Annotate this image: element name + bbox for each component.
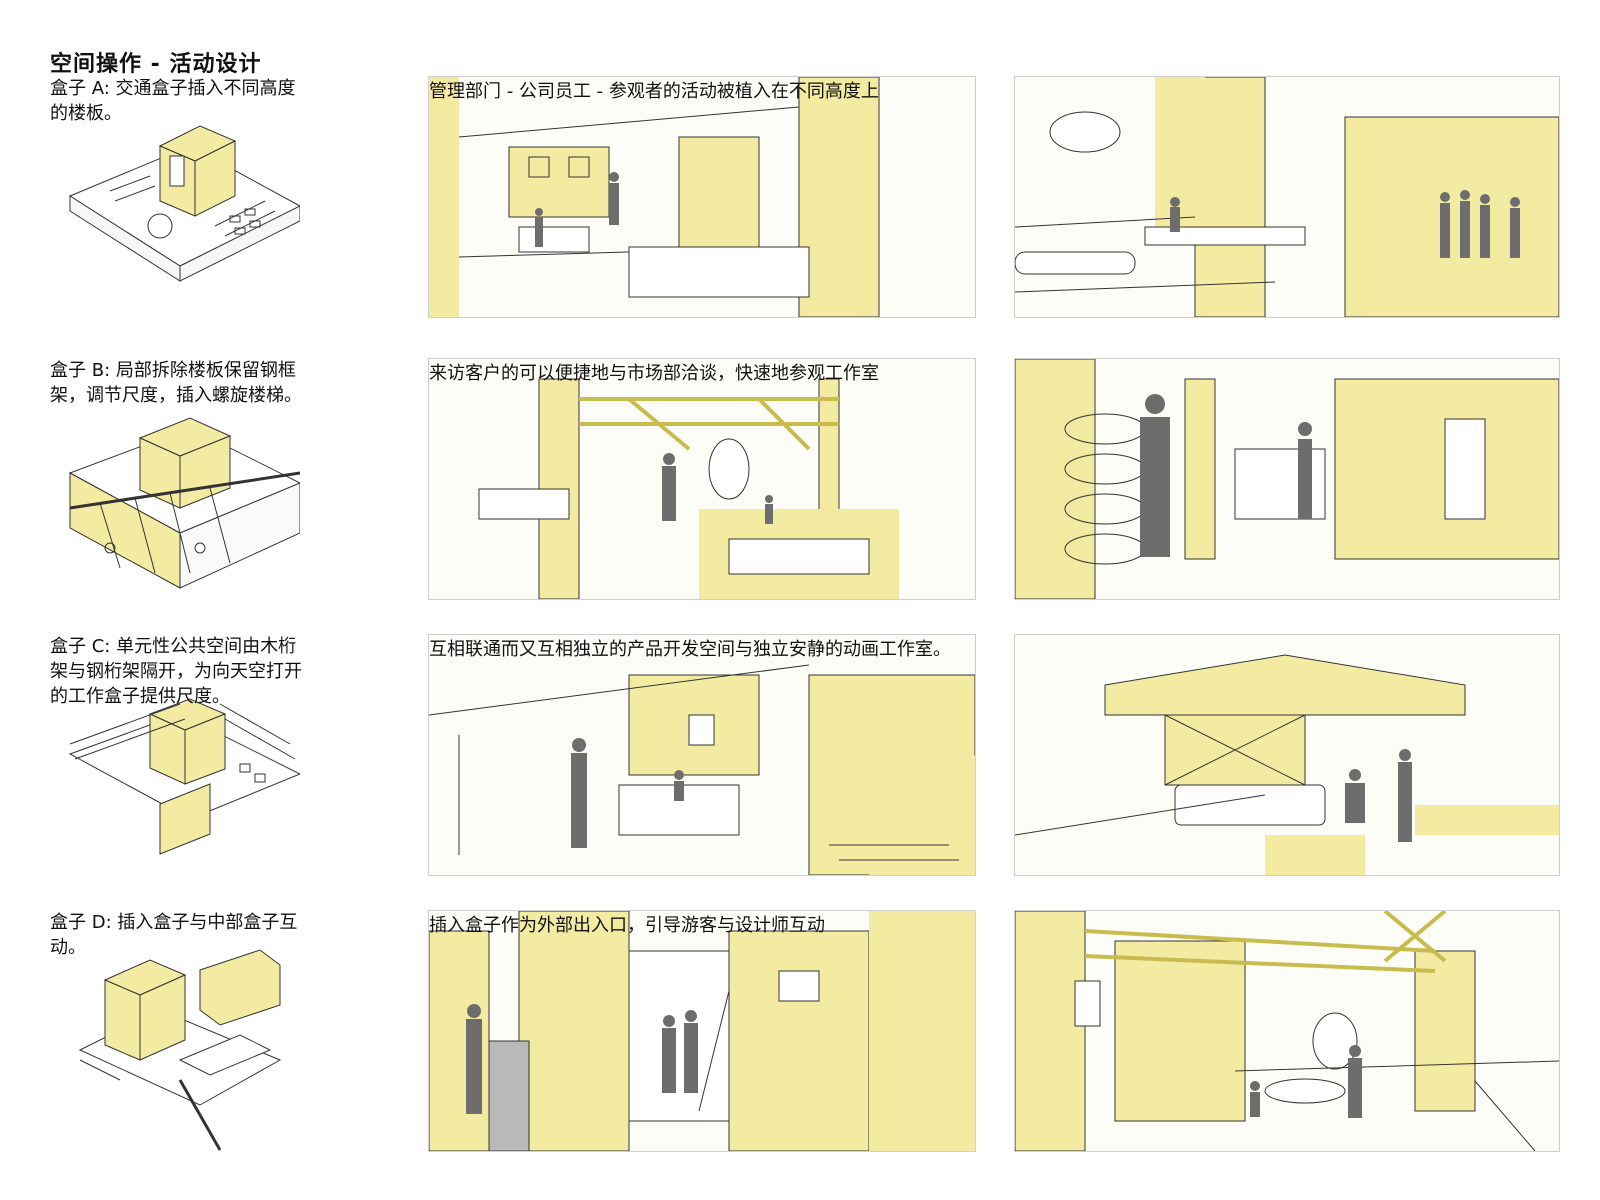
scene-caption-c: 互相联通而又互相独立的产品开发空间与独立安静的动画工作室。 — [429, 639, 951, 660]
perspective-c-product-studio: 互相联通而又互相独立的产品开发空间与独立安静的动画工作室。 — [428, 634, 976, 876]
row-box-b: 盒子 B: 局部拆除楼板保留钢框架，调节尺度，插入螺旋楼梯。 — [0, 358, 1600, 608]
axonometric-box-b: 盒子 B: 局部拆除楼板保留钢框架，调节尺度，插入螺旋楼梯。 — [50, 358, 302, 603]
page-title: 空间操作 - 活动设计 — [50, 52, 262, 77]
scene-drawing-d-right — [1015, 911, 1559, 1151]
axo-caption-b: 盒子 B: 局部拆除楼板保留钢框架，调节尺度，插入螺旋楼梯。 — [50, 360, 302, 406]
scene-drawing-a-right — [1015, 77, 1559, 317]
axo-drawing-c — [68, 698, 300, 855]
scene-drawing-a-mid — [429, 77, 880, 317]
axo-drawing-d — [78, 949, 282, 1151]
axonometric-box-c: 盒子 C: 单元性公共空间由木桁架与钢桁架隔开，为向天空打开的工作盒子提供尺度。 — [50, 634, 302, 879]
axo-caption-c: 盒子 C: 单元性公共空间由木桁架与钢桁架隔开，为向天空打开的工作盒子提供尺度。 — [50, 636, 302, 707]
perspective-a-management: 管理部门 - 公司员工 - 参观者的活动被植入在不同高度上 — [428, 76, 976, 318]
row-box-a: 盒子 A: 交通盒子插入不同高度的楼板。 — [0, 76, 1600, 326]
scene-caption-a: 管理部门 - 公司员工 - 参观者的活动被植入在不同高度上 — [429, 81, 879, 102]
scene-drawing-d-mid — [429, 911, 975, 1151]
row-box-d: 盒子 D: 插入盒子与中部盒子互动。 — [0, 910, 1600, 1160]
scene-drawing-c-mid — [429, 664, 975, 875]
axonometric-box-a: 盒子 A: 交通盒子插入不同高度的楼板。 — [50, 76, 300, 321]
axo-caption-d: 盒子 D: 插入盒子与中部盒子互动。 — [50, 912, 298, 958]
perspective-c-animation-studio — [1014, 634, 1560, 876]
perspective-d-interaction — [1014, 910, 1560, 1152]
axo-drawing-b — [68, 417, 300, 589]
perspective-b-spiral-stair — [1014, 358, 1560, 600]
axo-drawing-a — [68, 125, 300, 282]
perspective-a-atrium — [1014, 76, 1560, 318]
perspective-d-entrance: 插入盒子作为外部出入口，引导游客与设计师互动 — [428, 910, 976, 1152]
axo-caption-a: 盒子 A: 交通盒子插入不同高度的楼板。 — [50, 78, 296, 124]
axonometric-box-d: 盒子 D: 插入盒子与中部盒子互动。 — [50, 910, 300, 1155]
row-box-c: 盒子 C: 单元性公共空间由木桁架与钢桁架隔开，为向天空打开的工作盒子提供尺度。 — [0, 634, 1600, 884]
scene-drawing-b-right — [1015, 359, 1559, 599]
scene-caption-d: 插入盒子作为外部出入口，引导游客与设计师互动 — [429, 915, 825, 936]
perspective-b-client-meeting: 来访客户的可以便捷地与市场部洽谈，快速地参观工作室 — [428, 358, 976, 600]
scene-drawing-c-right — [1015, 654, 1559, 875]
scene-caption-b: 来访客户的可以便捷地与市场部洽谈，快速地参观工作室 — [429, 363, 879, 384]
scene-drawing-b-mid — [478, 378, 899, 599]
